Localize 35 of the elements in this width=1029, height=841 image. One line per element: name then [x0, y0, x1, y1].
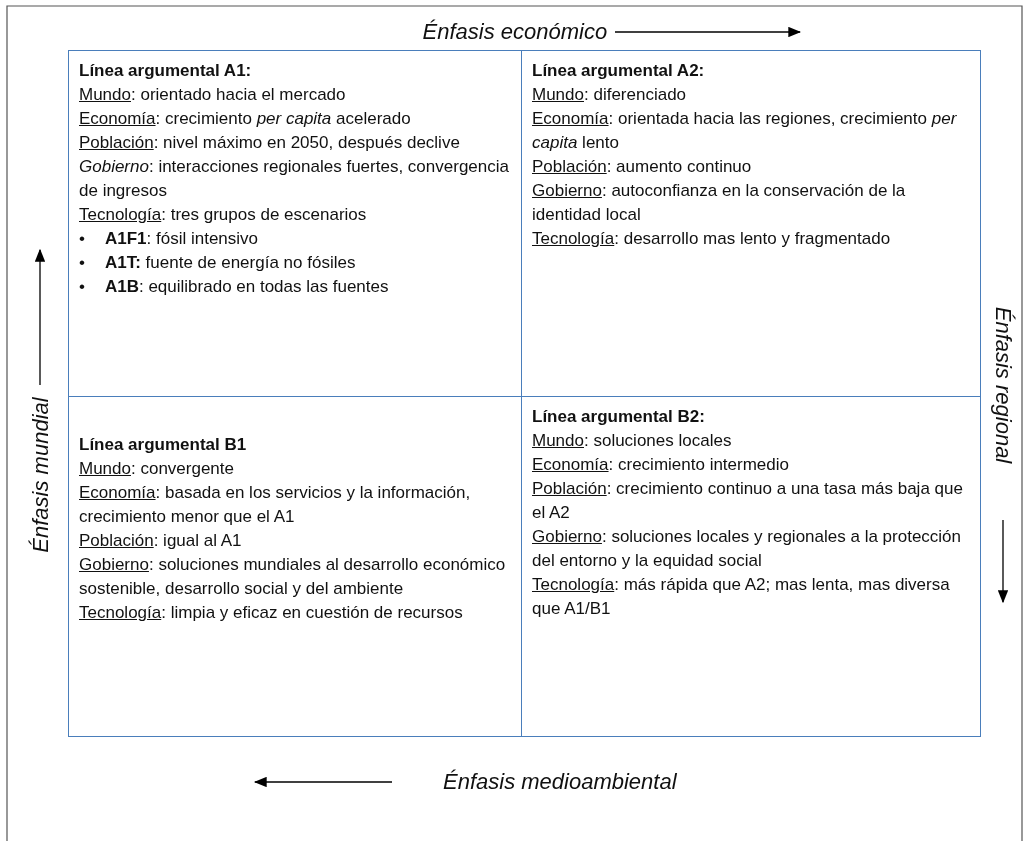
cell-text: Población: igual al A1 [79, 530, 243, 552]
cell-text: Población: aumento continuo [532, 156, 753, 178]
bullet-item: • A1F1: fósil intensivo [79, 228, 260, 250]
cell-text: Mundo: orientado hacia el mercado [79, 84, 347, 106]
cell-text: Gobierno: soluciones mundiales al desarrollo económico sostenible, desarrollo social y del ambiente [79, 554, 507, 600]
cell-text: Economía: crecimiento per capita acelerado [79, 108, 412, 130]
axis-label: Énfasis medioambiental [443, 769, 677, 795]
bullet-item: • A1B: equilibrado en todas las fuentes [79, 276, 390, 298]
cell-text: Economía: basada en los servicios y la información, crecimiento menor que el A1 [79, 482, 472, 528]
cell-text: Mundo: soluciones locales [532, 430, 733, 452]
bullet-item: • A1T: fuente de energía no fósiles [79, 252, 357, 274]
cell-heading: Línea argumental B1 [79, 434, 248, 456]
cell-heading: Línea argumental A2: [532, 60, 706, 82]
cell-heading: Línea argumental A1: [79, 60, 253, 82]
axis-label: Énfasis regional [989, 306, 1016, 464]
cell-text: Mundo: diferenciado [532, 84, 688, 106]
cell-text: Economía: orientada hacia las regiones, crecimiento per capita lento [532, 108, 958, 154]
cell-text: Población: crecimiento continuo a una tasa más baja que el A2 [532, 478, 964, 524]
cell-heading: Línea argumental B2: [532, 406, 706, 428]
axis-label: Énfasis económico [422, 19, 608, 45]
quadrant-cell [521, 396, 981, 737]
axis-label: Énfasis mundial [27, 397, 54, 553]
quadrant-cell [521, 50, 981, 397]
cell-text: Mundo: convergente [79, 458, 235, 480]
cell-text: Población: nivel máximo en 2050, después declive [79, 132, 461, 154]
cell-text: Economía: crecimiento intermedio [532, 454, 790, 476]
cell-text: Gobierno: interacciones regionales fuertes, convergencia de ingresos [79, 156, 510, 202]
cell-text: Tecnología: limpia y eficaz en cuestión de recursos [79, 602, 464, 624]
cell-text: Tecnología: desarrollo mas lento y fragmentado [532, 228, 892, 250]
quadrant-cell [68, 50, 522, 397]
quadrant-cell [68, 396, 522, 737]
cell-text: Tecnología: más rápida que A2; mas lenta, mas diversa que A1/B1 [532, 574, 951, 620]
cell-text: Gobierno: autoconfianza en la conservación de la identidad local [532, 180, 907, 226]
cell-text: Tecnología: tres grupos de escenarios [79, 204, 368, 226]
cell-text: Gobierno: soluciones locales y regionales a la protección del entorno y la equidad social [532, 526, 963, 572]
